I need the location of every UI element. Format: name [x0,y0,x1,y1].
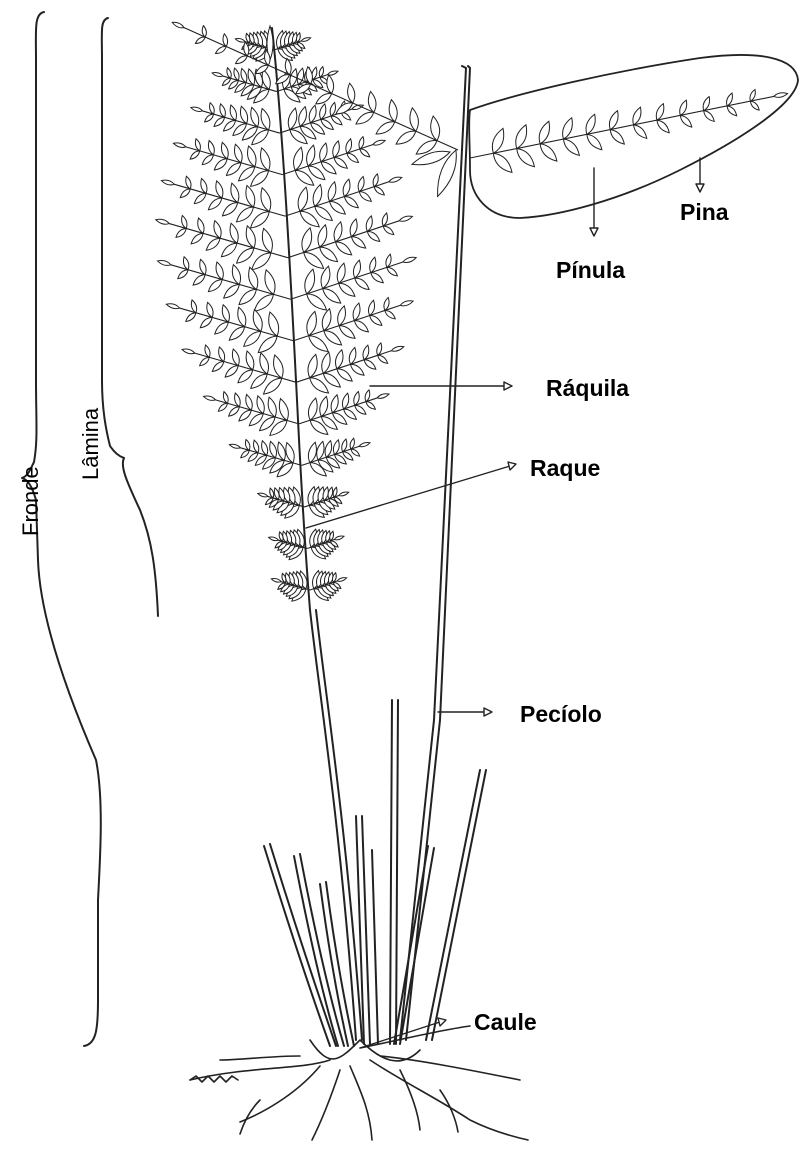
pina-arrow-head [696,184,704,192]
lamina-bracket [102,18,158,616]
pinula-arrow-head [590,228,598,236]
label-pina: Pina [680,199,729,225]
raquila-arrow-head [504,382,512,390]
label-peciolo: Pecíolo [520,701,602,727]
label-fronde: Fronde [18,466,43,536]
caule-arrow-head [438,1018,446,1026]
label-caule: Caule [474,1009,537,1035]
label-raque: Raque [530,455,600,481]
label-pinula: Pínula [556,257,625,283]
peciolo-arrow-head [484,708,492,716]
label-lamina: Lâmina [78,407,103,480]
label-raquila: Ráquila [546,375,629,401]
lamina-leaflets [156,26,416,601]
roots [190,1026,528,1140]
raque-arrow-head [508,462,516,470]
